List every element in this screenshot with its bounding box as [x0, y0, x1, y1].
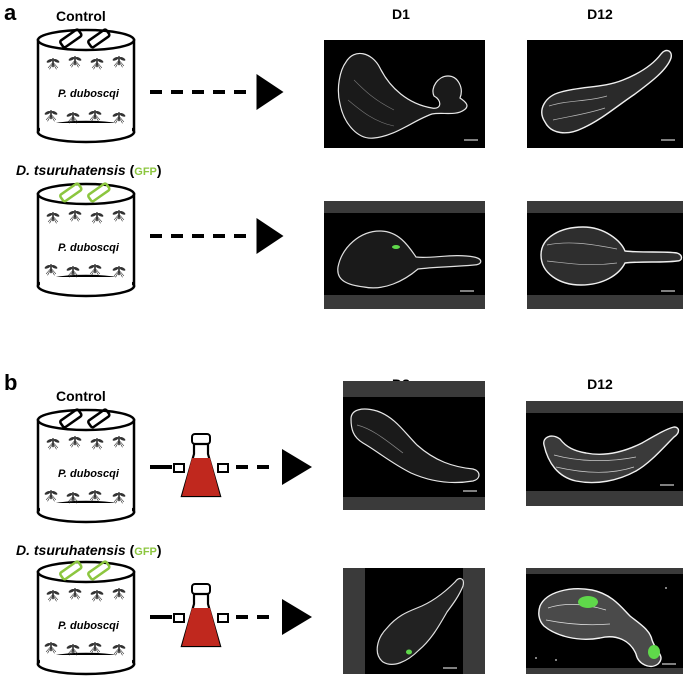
feeding-arrow: [150, 582, 320, 652]
micrograph-a-gfp-d1: [324, 201, 485, 309]
bacteria-species-name: D. tsuruhatensis: [16, 542, 126, 558]
arrow-right-icon: [150, 72, 290, 112]
gfp-tag: GFP: [134, 166, 157, 178]
blood-feeder-flask-icon: [173, 433, 229, 498]
sandfly-cage-icon: [36, 560, 136, 676]
panel-letter-b: b: [4, 370, 18, 395]
condition-label-control: Control: [56, 388, 106, 404]
species-label: P. duboscqi: [58, 468, 119, 480]
sandfly-cage-icon: [36, 182, 136, 298]
species-label: P. duboscqi: [58, 242, 119, 254]
gfp-tag: GFP: [134, 546, 157, 558]
arrow-right-icon: [150, 216, 290, 256]
condition-label-control: Control: [56, 8, 106, 24]
day-label-d12: D12: [587, 376, 613, 392]
day-label-d1: D1: [392, 6, 410, 22]
condition-label-tsuruhatensis: D. tsuruhatensis (GFP): [16, 162, 162, 178]
micrograph-b-control-d8: [343, 381, 485, 510]
species-label: P. duboscqi: [58, 620, 119, 632]
gfp-paren-open: (: [129, 542, 135, 558]
panel-letter-a: a: [4, 0, 17, 25]
sandfly-cage-icon: [36, 28, 136, 144]
gfp-paren-open: (: [129, 162, 135, 178]
bacteria-species-name: D. tsuruhatensis: [16, 162, 126, 178]
micrograph-a-gfp-d12: [527, 201, 683, 309]
day-label-d12: D12: [587, 6, 613, 22]
sandfly-cage-icon: [36, 408, 136, 524]
feeding-arrow: [150, 432, 320, 502]
micrograph-a-control-d12: [527, 40, 683, 148]
condition-label-tsuruhatensis: D. tsuruhatensis (GFP): [16, 542, 162, 558]
blood-feeder-flask-icon: [173, 583, 229, 648]
gfp-paren-close: ): [156, 162, 162, 178]
micrograph-b-gfp-d12: [526, 568, 683, 674]
gfp-paren-close: ): [156, 542, 162, 558]
micrograph-a-control-d1: [324, 40, 485, 148]
micrograph-b-control-d12: [526, 401, 683, 506]
species-label: P. duboscqi: [58, 88, 119, 100]
micrograph-b-gfp-d8: [343, 568, 485, 674]
